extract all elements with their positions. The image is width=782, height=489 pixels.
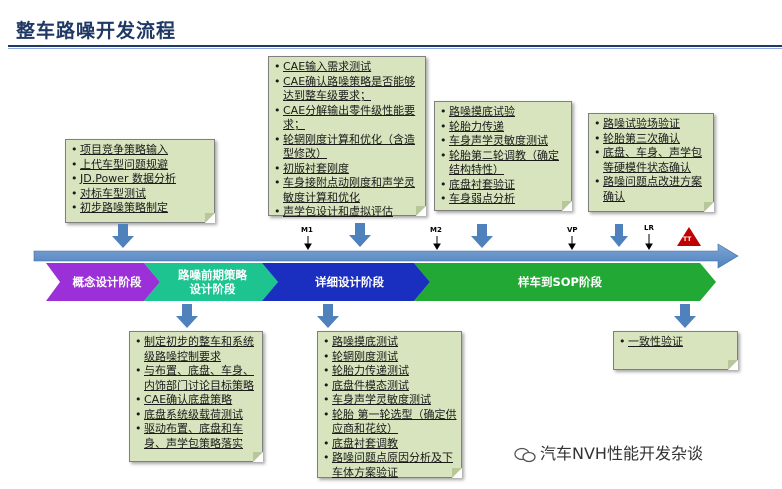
phase-label-early-strategy: 路噪前期策略 设计阶段: [178, 268, 247, 296]
timeline-arrow: [33, 243, 739, 269]
note-road-noise-baseline: 路噪摸底试验轮胎力传递车身声学灵敏度测试轮胎第二轮调教（确定结构特性）底盘衬套验…: [434, 101, 572, 211]
note-early-strategy: 制定初步的整车和系统级路噪控制要求与布置、底盘、车身、内饰部门讨论目标策略CAE…: [129, 331, 263, 462]
top-note-item: 底盘、车身、声学包等硬模件状态确认: [594, 146, 709, 175]
top-note-item: 初版衬套刚度: [274, 162, 421, 177]
title-divider: [8, 45, 782, 47]
top-note-item: 轮胎力传递: [440, 120, 567, 135]
top-note-item: 路噪问题点改进方案确认: [594, 175, 709, 204]
bottom-note-item: 制定初步的整车和系统级路噪控制要求: [135, 335, 258, 364]
bottom-note-item: 车身声学灵敏度测试: [323, 393, 457, 408]
top-note-item: 路噪试验场验证: [594, 117, 709, 132]
top-note-item: JD.Power 数据分析: [71, 172, 210, 187]
bottom-note-item: 一致性验证: [619, 335, 733, 350]
bottom-note-item: CAE确认底盘策略: [135, 393, 258, 408]
bottom-note-item: 轮辋刚度测试: [323, 350, 457, 365]
arrow-down-3: [471, 224, 493, 248]
note-proving-ground-validation: 路噪试验场验证轮胎第三次确认底盘、车身、声学包等硬模件状态确认路噪问题点改进方案…: [588, 113, 714, 212]
milestone-m2: M2: [430, 226, 442, 234]
top-note-item: CAE输入需求测试: [274, 60, 421, 75]
watermark: 汽车NVH性能开发杂谈: [514, 440, 703, 464]
milestone-lr: LR: [644, 224, 654, 232]
top-note-item: 车身接附点动刚度和声学灵敏度计算和优化: [274, 176, 421, 205]
bottom-note-item: 底盘系统级载荷测试: [135, 408, 258, 423]
arrow-down-2: [349, 223, 371, 247]
note-consistency-validation: 一致性验证: [613, 331, 738, 370]
bottom-note-item: 轮胎力传递测试: [323, 364, 457, 379]
milestone-vp: VP: [567, 226, 578, 234]
top-note-item: 轮胎第三次确认: [594, 132, 709, 147]
title-divider-thin: [8, 48, 782, 49]
bottom-note-item: 底盘件模态测试: [323, 379, 457, 394]
bottom-note-item: 路噪问题点原因分析及下车体方案验证: [323, 451, 457, 480]
milestone-tt: TT: [683, 236, 692, 243]
top-note-item: 初步路噪策略制定: [71, 201, 210, 216]
top-note-item: 项目竞争策略输入: [71, 143, 210, 158]
top-note-item: CAE分解输出零件级性能要求；: [274, 104, 421, 133]
arrow-down-7: [674, 304, 696, 328]
watermark-text: 汽车NVH性能开发杂谈: [540, 444, 703, 463]
arrow-down-6: [317, 304, 339, 328]
phase-label-concept: 概念设计阶段: [72, 275, 142, 289]
top-note-item: 轮辋刚度计算和优化（含造型修改）: [274, 133, 421, 162]
bottom-note-item: 驱动布置、底盘和车身、声学包策略落实: [135, 422, 258, 451]
arrow-down-1: [112, 224, 134, 248]
top-note-item: 轮胎第二轮调教（确定结构特性）: [440, 149, 567, 178]
arrow-down-4: [610, 224, 628, 247]
phase-label-detailed-design: 详细设计阶段: [315, 275, 384, 289]
top-note-item: 底盘衬套验证: [440, 178, 567, 193]
top-note-item: 路噪摸底试验: [440, 105, 567, 120]
top-note-item: 声学包设计和虚拟评估: [274, 205, 421, 220]
bottom-note-item: 路噪摸底测试: [323, 335, 457, 350]
note-cae-requirements: CAE输入需求测试CAE确认路噪策略是否能够达到整车级要求；CAE分解输出零件级…: [268, 56, 426, 219]
wechat-icon: [514, 447, 536, 462]
note-concept-inputs: 项目竞争策略输入上代车型问题规避JD.Power 数据分析对标车型测试初步路噪策…: [65, 139, 215, 223]
top-note-item: 上代车型问题规避: [71, 158, 210, 173]
top-note-item: 车身声学灵敏度测试: [440, 134, 567, 149]
top-note-item: 对标车型测试: [71, 187, 210, 202]
arrow-down-5: [176, 304, 198, 328]
bottom-note-item: 轮胎 第一轮选型（确定供应商和花纹）: [323, 408, 457, 437]
bottom-note-item: 与布置、底盘、车身、内饰部门讨论目标策略: [135, 364, 258, 393]
phase-label-prototype-sop: 样车到SOP阶段: [518, 275, 602, 289]
top-note-item: 车身弱点分析: [440, 192, 567, 207]
top-note-item: CAE确认路噪策略是否能够达到整车级要求；: [274, 75, 421, 104]
bottom-note-item: 底盘衬套调教: [323, 437, 457, 452]
milestone-m1: M1: [301, 226, 313, 234]
page-title: 整车路噪开发流程: [16, 20, 177, 42]
note-detailed-testing: 路噪摸底测试轮辋刚度测试轮胎力传递测试底盘件模态测试车身声学灵敏度测试轮胎 第一…: [317, 331, 462, 480]
